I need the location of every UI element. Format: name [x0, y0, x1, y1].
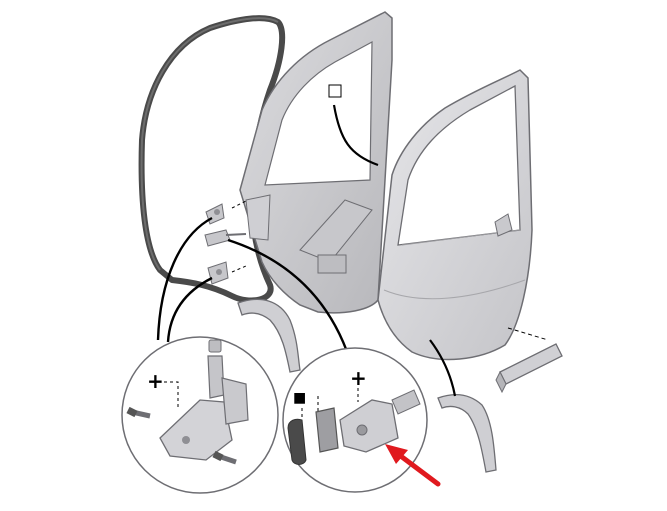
- hinge-guide-line: [231, 199, 249, 273]
- leader-lines: [156, 216, 352, 361]
- inner-door-frame: [239, 11, 393, 314]
- trim-guide-line: [429, 339, 457, 397]
- wheel-arch-trim-right: [437, 394, 497, 473]
- check-strap-callout: + ■: [282, 347, 428, 493]
- tighten-symbol-right: +: [350, 366, 367, 390]
- tighten-symbol-left: +: [147, 369, 164, 393]
- lower-hinge: [207, 261, 229, 285]
- connector-marker: [328, 84, 342, 98]
- outer-door-panel: [377, 69, 533, 361]
- wheel-arch-trim-left: [237, 298, 301, 373]
- red-indicator-arrow: [385, 444, 441, 487]
- seal-symbol: ■: [293, 390, 306, 406]
- protective-moulding: [495, 343, 563, 394]
- hinge-callout: +: [121, 336, 279, 494]
- door-check-strap: [204, 229, 247, 247]
